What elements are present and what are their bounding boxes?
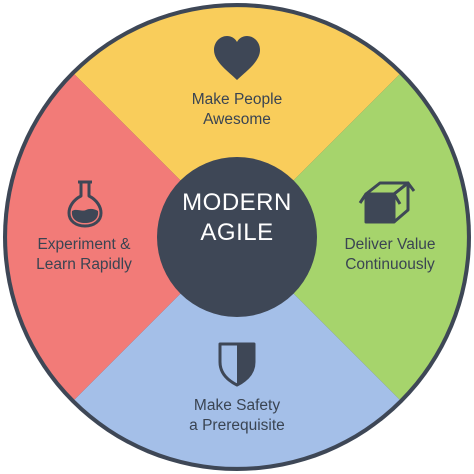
segment-bottom-line1: Make Safety — [193, 397, 281, 414]
segment-right-line1: Deliver Value — [344, 236, 436, 253]
segment-left — [7, 74, 238, 400]
segment-left-line1: Experiment & — [37, 236, 131, 253]
segment-top-line2: Awesome — [203, 111, 271, 128]
center-title-line1: MODERN — [182, 189, 292, 216]
center-title: MODERN AGILE — [162, 188, 312, 248]
segment-left-line2: Learn Rapidly — [36, 256, 132, 273]
segment-top-label: Make People Awesome — [157, 90, 317, 130]
segment-top — [74, 7, 400, 238]
shield-icon — [218, 342, 256, 387]
segment-right-line2: Continuously — [345, 256, 435, 273]
segment-right — [237, 74, 467, 400]
heart-icon — [214, 36, 260, 80]
segment-left-label: Experiment & Learn Rapidly — [14, 235, 154, 275]
box-icon — [358, 181, 416, 224]
segment-top-line1: Make People — [191, 91, 283, 108]
flask-icon — [67, 180, 103, 228]
segment-right-label: Deliver Value Continuously — [320, 235, 460, 275]
center-title-line2: AGILE — [200, 219, 274, 246]
segment-bottom-label: Make Safety a Prerequisite — [157, 396, 317, 436]
center-circle — [157, 157, 317, 317]
segment-bottom-line2: a Prerequisite — [189, 417, 285, 434]
